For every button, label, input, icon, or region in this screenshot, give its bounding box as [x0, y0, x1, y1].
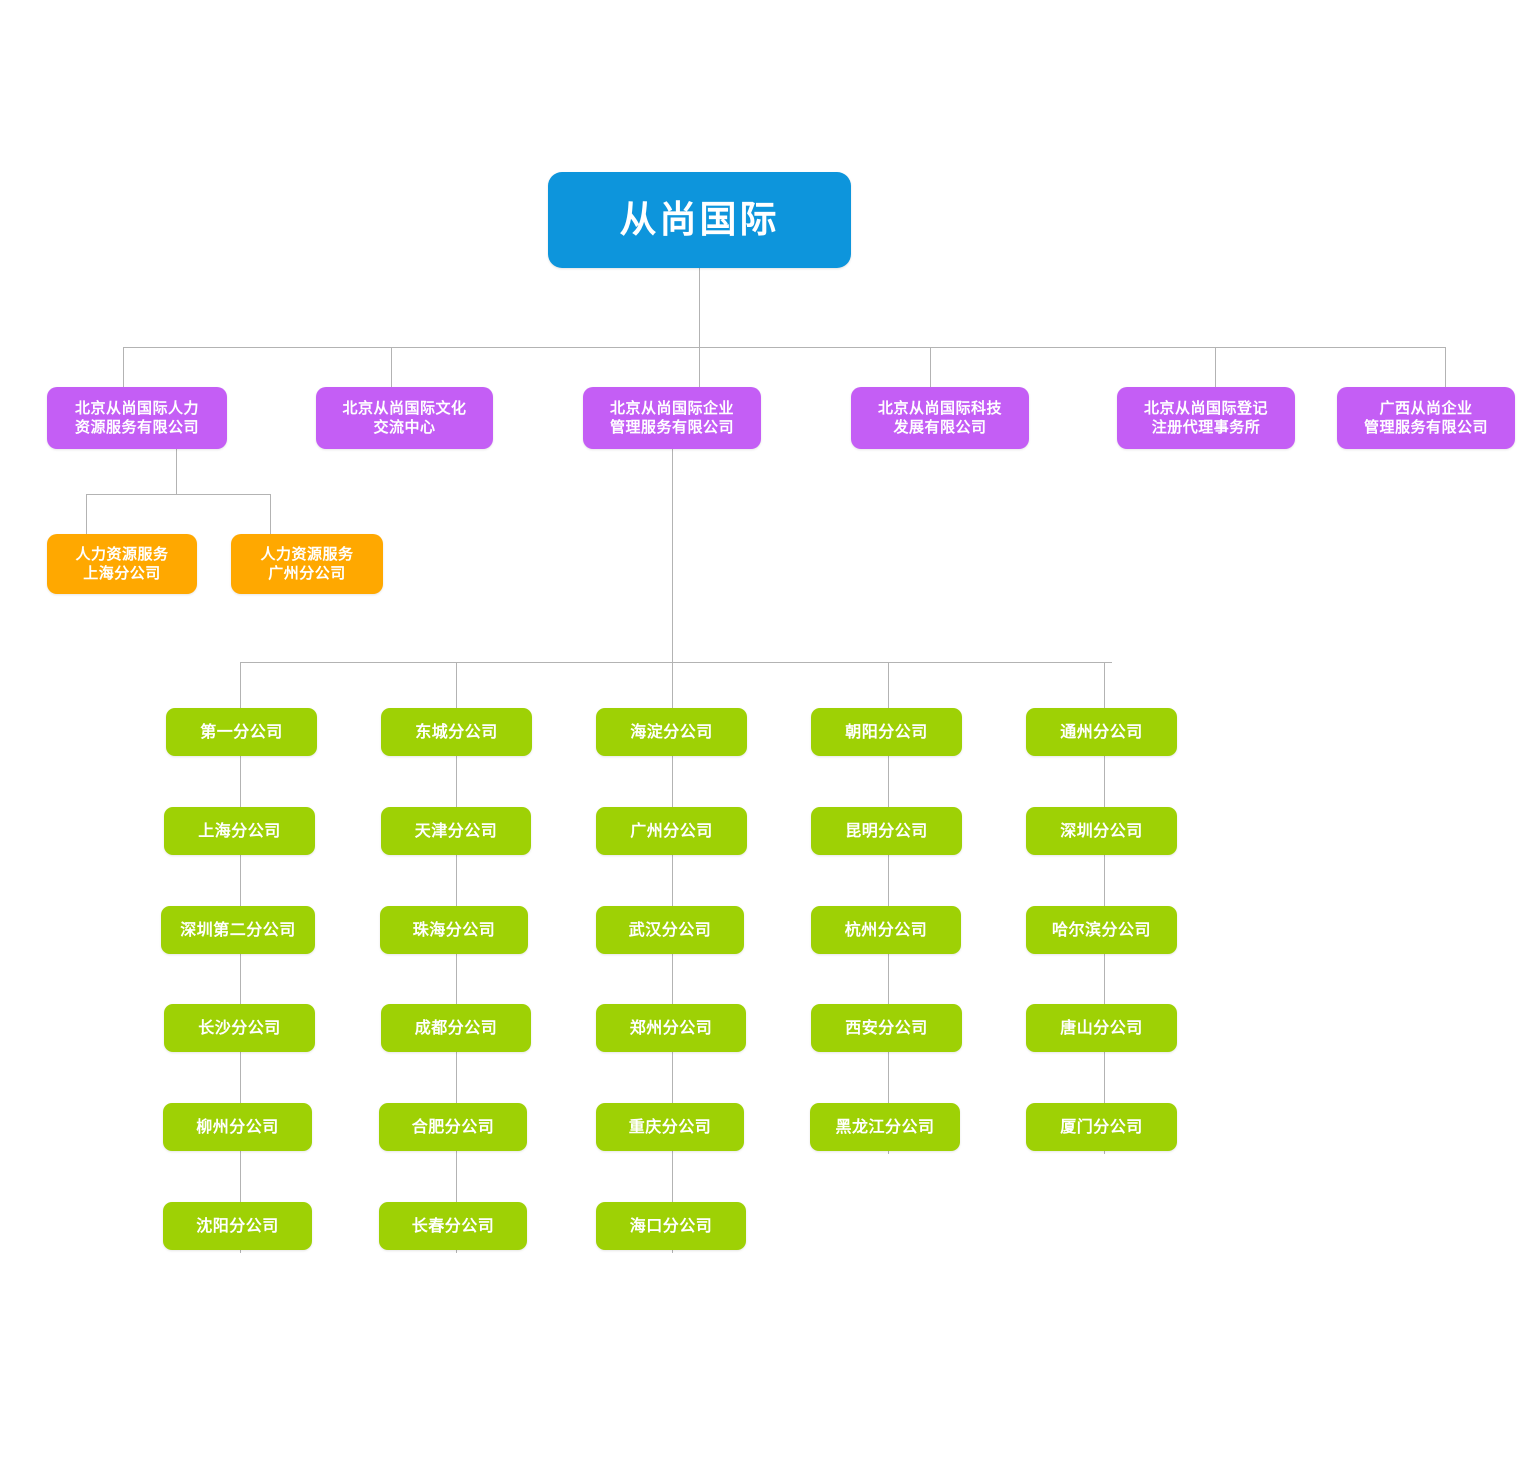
org-node-branch-1-5[interactable]: 长春分公司 — [379, 1202, 527, 1250]
org-node-division-5[interactable]: 广西从尚企业 管理服务有限公司 — [1337, 387, 1515, 449]
org-node-branch-2-5[interactable]: 海口分公司 — [596, 1202, 746, 1250]
org-node-branch-3-2[interactable]: 杭州分公司 — [811, 906, 961, 954]
connector-branch-column-spine-2 — [672, 662, 673, 1253]
org-node-branch-4-3[interactable]: 唐山分公司 — [1026, 1004, 1177, 1052]
connector-hr-bus — [86, 494, 270, 495]
connector-branch-column-spine-1 — [456, 662, 457, 1253]
org-node-branch-0-2[interactable]: 深圳第二分公司 — [161, 906, 315, 954]
org-node-branch-2-4[interactable]: 重庆分公司 — [596, 1103, 744, 1151]
org-node-division-3[interactable]: 北京从尚国际科技 发展有限公司 — [851, 387, 1029, 449]
org-node-division-2[interactable]: 北京从尚国际企业 管理服务有限公司 — [583, 387, 761, 449]
connector-branch-column-spine-0 — [240, 662, 241, 1253]
org-node-hr-subsidiary-1[interactable]: 人力资源服务 广州分公司 — [231, 534, 383, 594]
org-node-branch-2-1[interactable]: 广州分公司 — [596, 807, 747, 855]
org-node-branch-0-4[interactable]: 柳州分公司 — [163, 1103, 312, 1151]
org-node-branch-1-0[interactable]: 东城分公司 — [381, 708, 532, 756]
org-node-branch-2-0[interactable]: 海淀分公司 — [596, 708, 747, 756]
connector-branch-bus — [240, 662, 1112, 663]
org-node-branch-1-2[interactable]: 珠海分公司 — [380, 906, 528, 954]
org-node-branch-2-2[interactable]: 武汉分公司 — [596, 906, 744, 954]
org-node-branch-3-4[interactable]: 黑龙江分公司 — [810, 1103, 960, 1151]
connector-division-drop-5 — [1445, 347, 1446, 387]
org-node-branch-4-0[interactable]: 通州分公司 — [1026, 708, 1177, 756]
org-node-branch-4-2[interactable]: 哈尔滨分公司 — [1026, 906, 1177, 954]
org-node-branch-0-5[interactable]: 沈阳分公司 — [163, 1202, 312, 1250]
connector-division-bus — [123, 347, 1445, 348]
connector-hr-stem — [176, 449, 177, 494]
org-node-branch-3-0[interactable]: 朝阳分公司 — [811, 708, 962, 756]
org-node-branch-4-1[interactable]: 深圳分公司 — [1026, 807, 1177, 855]
org-node-branch-1-3[interactable]: 成都分公司 — [381, 1004, 531, 1052]
org-node-branch-1-1[interactable]: 天津分公司 — [381, 807, 531, 855]
org-node-branch-3-1[interactable]: 昆明分公司 — [811, 807, 962, 855]
connector-division-drop-1 — [391, 347, 392, 387]
connector-division-drop-2 — [699, 347, 700, 387]
connector-division-drop-4 — [1215, 347, 1216, 387]
org-node-division-1[interactable]: 北京从尚国际文化 交流中心 — [316, 387, 493, 449]
connector-division-drop-3 — [930, 347, 931, 387]
org-node-division-0[interactable]: 北京从尚国际人力 资源服务有限公司 — [47, 387, 227, 449]
connector-hr-drop-0 — [86, 494, 87, 534]
org-node-branch-0-3[interactable]: 长沙分公司 — [164, 1004, 315, 1052]
org-node-branch-1-4[interactable]: 合肥分公司 — [379, 1103, 527, 1151]
org-node-branch-0-0[interactable]: 第一分公司 — [166, 708, 317, 756]
connector-branch-stem — [672, 449, 673, 662]
connector-root-stem — [699, 268, 700, 347]
org-node-branch-4-4[interactable]: 厦门分公司 — [1026, 1103, 1177, 1151]
org-node-branch-2-3[interactable]: 郑州分公司 — [596, 1004, 746, 1052]
connector-division-drop-0 — [123, 347, 124, 387]
org-node-hr-subsidiary-0[interactable]: 人力资源服务 上海分公司 — [47, 534, 197, 594]
org-node-root[interactable]: 从尚国际 — [548, 172, 851, 268]
connector-hr-drop-1 — [270, 494, 271, 534]
org-node-branch-3-3[interactable]: 西安分公司 — [811, 1004, 962, 1052]
org-node-division-4[interactable]: 北京从尚国际登记 注册代理事务所 — [1117, 387, 1295, 449]
org-node-branch-0-1[interactable]: 上海分公司 — [164, 807, 315, 855]
